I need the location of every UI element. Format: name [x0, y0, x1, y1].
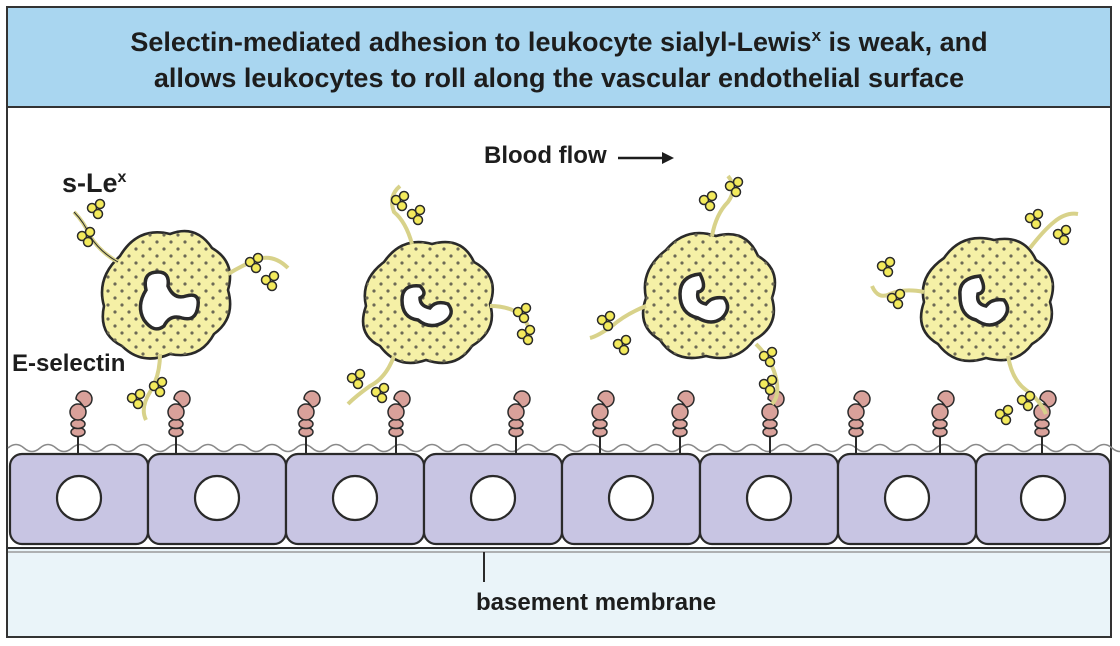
- glycocalyx: [7, 443, 1120, 453]
- endothelial-cell-7: [836, 452, 978, 546]
- slex-ligand-icon: [370, 382, 390, 404]
- endothelial-cell-1: [8, 452, 150, 546]
- slex-ligand-icon: [596, 310, 616, 332]
- blood-flow-label: Blood flow: [484, 142, 607, 169]
- slex-ligand-icon: [148, 376, 168, 398]
- nucleus-icon: [883, 474, 931, 522]
- leukocyte-4: [870, 208, 1079, 426]
- title-line-1: Selectin-mediated adhesion to leukocyte …: [130, 26, 988, 57]
- slex-ligand-icon: [1016, 390, 1036, 412]
- nucleus-icon: [331, 474, 379, 522]
- endothelial-cell-4: [422, 452, 564, 546]
- nucleus-icon: [958, 274, 1010, 327]
- slex-ligand-icon: [698, 190, 718, 212]
- slex-ligand-icon: [86, 198, 106, 220]
- endothelial-cell-3: [284, 452, 426, 546]
- e-selectin-label: E-selectin: [12, 350, 126, 377]
- nucleus-icon: [745, 474, 793, 522]
- slex-ligand-icon: [876, 256, 896, 278]
- nucleus-icon: [400, 284, 453, 328]
- nucleus-icon: [138, 270, 200, 331]
- slex-ligand-icon: [512, 302, 532, 324]
- slex-ligand-icon: [612, 334, 632, 356]
- basement-membrane-label: basement membrane: [476, 589, 717, 616]
- slex-ligand-icon: [260, 270, 280, 292]
- nucleus-icon: [469, 474, 517, 522]
- endothelial-cell-6: [698, 452, 840, 546]
- leukocyte-1: [72, 198, 290, 421]
- title-banner: Selectin-mediated adhesion to leukocyte …: [8, 8, 1110, 108]
- slex-ligand-icon: [1024, 208, 1044, 230]
- slex-ligand-icon: [1052, 224, 1072, 246]
- endothelial-cell-2: [146, 452, 288, 546]
- arrow-right-icon: [618, 152, 674, 164]
- nucleus-icon: [55, 474, 103, 522]
- title-line-2: allows leukocytes to roll along the vasc…: [153, 63, 965, 93]
- nucleus-icon: [678, 272, 730, 324]
- basement-region: [8, 548, 1110, 636]
- slex-ligand-icon: [994, 404, 1014, 426]
- leukocyte-3: [589, 174, 780, 406]
- slex-label: s-Lex: [62, 168, 127, 198]
- leukocyte-2: [346, 184, 536, 406]
- slex-ligand-icon: [346, 368, 366, 390]
- slex-ligand-icon: [126, 388, 146, 410]
- slex-ligand-icon: [724, 176, 744, 198]
- nucleus-icon: [193, 474, 241, 522]
- slex-ligand-icon: [406, 204, 426, 226]
- slex-ligand-icon: [244, 252, 264, 274]
- nucleus-icon: [607, 474, 655, 522]
- nucleus-icon: [1019, 474, 1067, 522]
- slex-ligand-icon: [758, 374, 778, 396]
- endothelial-cell-8: [974, 452, 1112, 546]
- endothelial-cell-5: [560, 452, 702, 546]
